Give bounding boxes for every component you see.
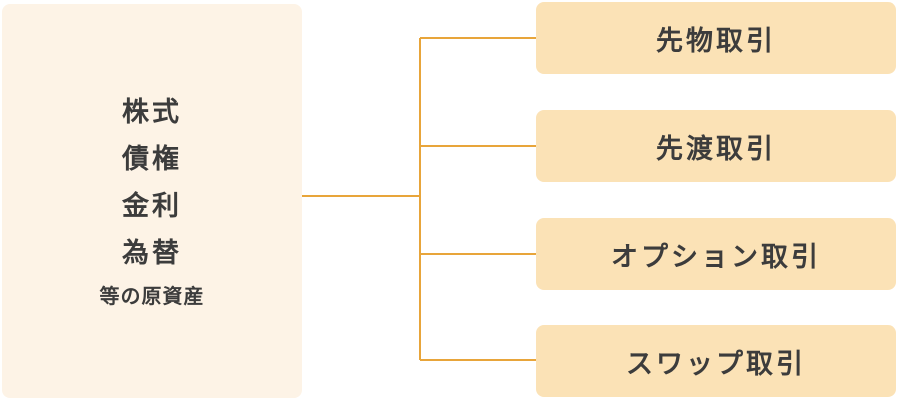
asset-bonds: 債権 bbox=[122, 144, 182, 175]
derivative-swaps: スワップ取引 bbox=[536, 325, 896, 397]
asset-stocks: 株式 bbox=[122, 97, 182, 128]
asset-interest-rates: 金利 bbox=[122, 191, 182, 222]
derivative-forwards: 先渡取引 bbox=[536, 110, 896, 182]
underlying-assets-box: 株式 債権 金利 為替 等の原資産 bbox=[2, 4, 302, 398]
derivative-futures: 先物取引 bbox=[536, 2, 896, 74]
underlying-assets-note: 等の原資産 bbox=[99, 284, 205, 308]
asset-fx: 為替 bbox=[122, 238, 182, 269]
derivative-options: オプション取引 bbox=[536, 218, 896, 290]
